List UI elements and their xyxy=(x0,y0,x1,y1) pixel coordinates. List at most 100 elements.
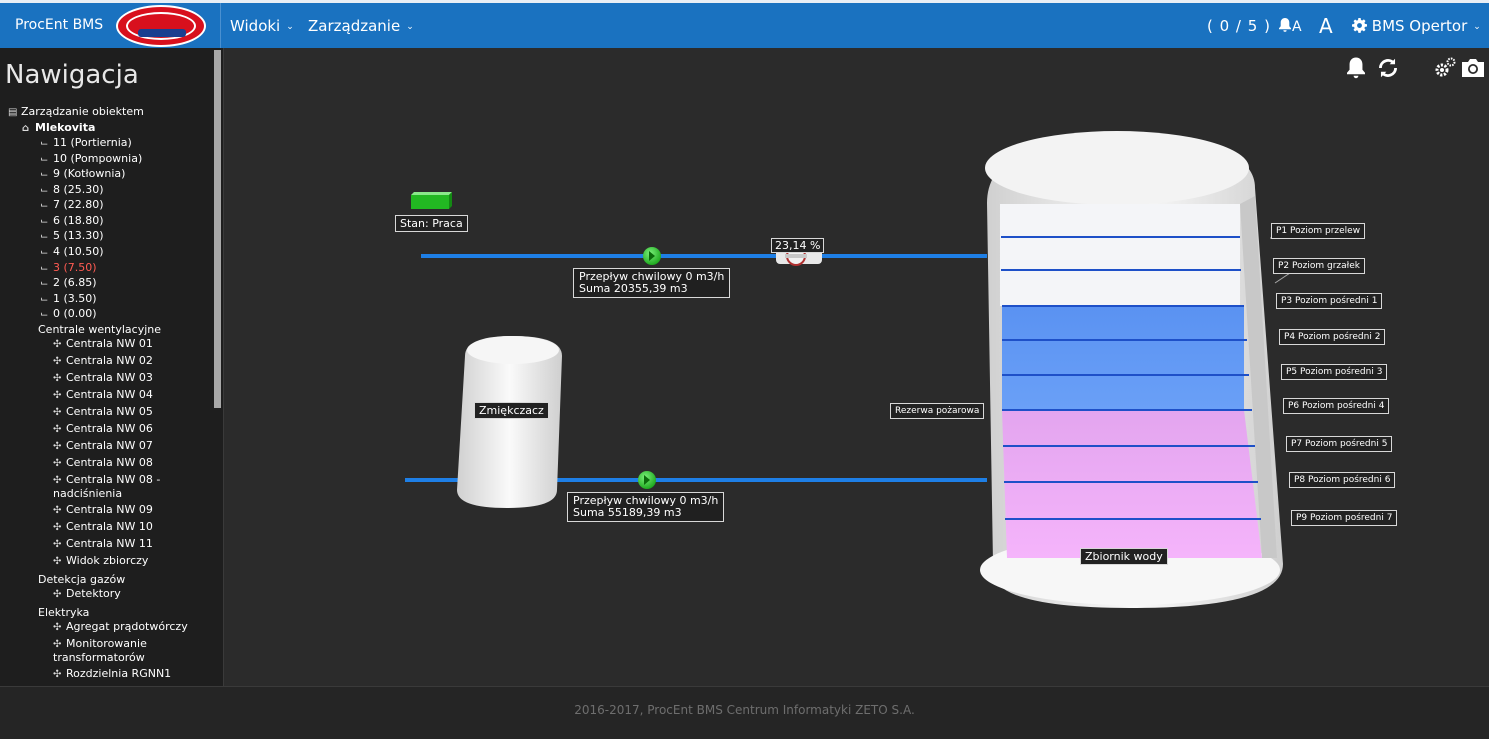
floor-icon: ⌙ xyxy=(40,278,49,289)
tree-item-floor-7[interactable]: ⌙7 (22.80) xyxy=(40,198,104,212)
alarm-count: ( 0 / 5 ) xyxy=(1207,17,1271,35)
water-tank[interactable] xyxy=(980,131,1283,608)
tree-item-label: 10 (Pompownia) xyxy=(53,152,143,165)
flow-total: Suma 20355,39 m3 xyxy=(579,282,688,295)
tree-item-nw05[interactable]: ✣ Centrala NW 05 xyxy=(53,405,153,419)
menu-zarzadzanie-label: Zarządzanie xyxy=(308,17,401,35)
font-decrease-button[interactable]: A xyxy=(1292,19,1302,35)
camera-icon[interactable] xyxy=(1460,57,1486,79)
flow-readout-upper: Przepływ chwilowy 0 m3/h Suma 20355,39 m… xyxy=(573,268,731,298)
chevron-down-icon: ⌄ xyxy=(406,22,414,32)
tree-group-detekcja[interactable]: Detekcja gazów xyxy=(38,573,125,586)
tree-item-floor-3-alarm[interactable]: ⌙ 3 (7.50) xyxy=(40,261,97,275)
sidebar-scrollbar[interactable] xyxy=(214,50,221,408)
fan-icon: ✣ xyxy=(53,522,62,533)
tank-blue-zone xyxy=(1002,306,1244,410)
tree-item-nw04[interactable]: ✣Centrala NW 04 xyxy=(53,388,153,402)
alarm-counter[interactable]: ( 0 / 5 ) xyxy=(1207,17,1293,35)
softener-label: Zmiękczacz xyxy=(474,402,549,419)
tree-item-nw10[interactable]: ✣Centrala NW 10 xyxy=(53,520,153,534)
tree-item-nw07[interactable]: ✣Centrala NW 07 xyxy=(53,439,153,453)
tree-item-label: Widok zbiorczy xyxy=(66,554,149,567)
tree-item-zarzadzanie-obiektem[interactable]: ▤Zarządzanie obiektem xyxy=(8,105,144,119)
settings-icon[interactable] xyxy=(1433,56,1457,80)
brand-name[interactable]: ProcEnt BMS xyxy=(15,17,104,33)
fan-icon: ✣ xyxy=(53,373,62,384)
menu-zarzadzanie[interactable]: Zarządzanie ⌄ xyxy=(308,17,414,35)
footer-copyright: 2016-2017, ProcEnt BMS Centrum Informaty… xyxy=(574,703,915,717)
tree-item-floor-4[interactable]: ⌙4 (10.50) xyxy=(40,245,104,259)
fan-icon: ✣ xyxy=(53,505,62,516)
level-label-p3[interactable]: P3 Poziom pośredni 1 xyxy=(1276,293,1383,309)
tree-item-floor-9[interactable]: ⌙9 (Kotłownia) xyxy=(40,167,125,181)
tree-item-label: Zarządzanie obiektem xyxy=(21,105,144,118)
tree-item-widok-zbiorczy[interactable]: ✣ Widok zbiorczy xyxy=(53,554,148,568)
tree-item-label: 8 (25.30) xyxy=(53,183,104,196)
fan-icon: ✣ xyxy=(53,539,62,550)
tree-item-nw11[interactable]: ✣ Centrala NW 11 xyxy=(53,537,153,551)
tree-item-floor-0[interactable]: ⌙0 (0.00) xyxy=(40,307,97,321)
tree-item-label: Centrala NW 05 xyxy=(66,405,153,418)
softener-vessel[interactable] xyxy=(457,336,562,508)
tree-item-nw08-nadcisnienia-cont: nadciśnienia xyxy=(53,487,122,500)
level-label-p5[interactable]: P5 Poziom pośredni 3 xyxy=(1281,364,1388,380)
tree-item-nw08-nadcisnienia[interactable]: ✣Centrala NW 08 - xyxy=(53,473,160,487)
tree-item-detektory[interactable]: ✣Detektory xyxy=(53,587,121,601)
fan-icon: ✣ xyxy=(53,475,62,486)
fan-icon: ✣ xyxy=(53,441,62,452)
font-increase-button[interactable]: A xyxy=(1319,14,1333,38)
tree-item-nw02[interactable]: ✣Centrala NW 02 xyxy=(53,354,153,368)
tree-item-nw03[interactable]: ✣Centrala NW 03 xyxy=(53,371,153,385)
tree-item-mlekovita[interactable]: ⌂Mlekovita xyxy=(22,121,95,135)
level-label-p8[interactable]: P8 Poziom pośredni 6 xyxy=(1289,472,1396,488)
flow-arrow-icon xyxy=(649,251,655,261)
fan-icon: ✣ xyxy=(53,556,62,567)
tree-item-label: 3 (7.50) xyxy=(53,261,97,274)
bell-icon xyxy=(1278,18,1291,32)
floor-icon: ⌙ xyxy=(40,263,49,274)
level-label-p6[interactable]: P6 Poziom pośredni 4 xyxy=(1283,398,1390,414)
refresh-icon[interactable] xyxy=(1375,55,1401,81)
fan-icon: ✣ xyxy=(53,407,62,418)
fan-icon: ✣ xyxy=(53,622,62,633)
user-menu[interactable]: BMS Opertor⌄ xyxy=(1352,17,1481,35)
tree-item-floor-2[interactable]: ⌙ 2 (6.85) xyxy=(40,276,97,290)
status-indicator[interactable] xyxy=(411,192,452,209)
floor-icon: ⌙ xyxy=(40,200,49,211)
tree-group-centrale[interactable]: Centrale wentylacyjne xyxy=(38,323,161,336)
tree-item-floor-8[interactable]: ⌙8 (25.30) xyxy=(40,183,104,197)
tree-item-agregat[interactable]: ✣Agregat prądotwórczy xyxy=(53,620,188,634)
gear-icon xyxy=(1352,18,1367,33)
pipe-upper xyxy=(421,254,987,258)
tree-item-rgnn1[interactable]: ✣Rozdzielnia RGNN1 xyxy=(53,667,171,681)
tree-item-label-cont: nadciśnienia xyxy=(53,487,123,500)
tree-item-nw08[interactable]: ✣Centrala NW 08 xyxy=(53,456,153,470)
tree-item-floor-10[interactable]: ⌙10 (Pompownia) xyxy=(40,152,142,166)
tree-item-floor-1[interactable]: ⌙1 (3.50) xyxy=(40,292,97,306)
level-label-p7[interactable]: P7 Poziom pośredni 5 xyxy=(1286,436,1393,452)
level-label-p9[interactable]: P9 Poziom pośredni 7 xyxy=(1291,510,1398,526)
tree-item-monitorowanie[interactable]: ✣Monitorowanie xyxy=(53,637,147,651)
tree-item-label: 6 (18.80) xyxy=(53,214,104,227)
tree-item-nw09[interactable]: ✣Centrala NW 09 xyxy=(53,503,153,517)
tree-item-floor-11[interactable]: ⌙11 (Portiernia) xyxy=(40,136,132,150)
tree-item-label: 2 (6.85) xyxy=(53,276,97,289)
tree-group-elektryka[interactable]: Elektryka xyxy=(38,606,89,619)
tree-item-floor-6[interactable]: ⌙6 (18.80) xyxy=(40,214,104,228)
menu-widoki-label: Widoki xyxy=(230,17,281,35)
level-label-p1[interactable]: P1 Poziom przelew xyxy=(1271,223,1366,239)
tree-item-nw01[interactable]: ✣Centrala NW 01 xyxy=(53,337,153,351)
tree-item-label: Centrala NW 02 xyxy=(66,354,153,367)
chevron-down-icon: ⌄ xyxy=(286,22,294,32)
level-label-p4[interactable]: P4 Poziom pośredni 2 xyxy=(1279,329,1386,345)
tree-item-label: Centrala NW 11 xyxy=(66,537,153,550)
menu-widoki[interactable]: Widoki ⌄ xyxy=(230,17,294,35)
tree-item-floor-5[interactable]: ⌙5 (13.30) xyxy=(40,229,104,243)
level-label-p2[interactable]: P2 Poziom grzałek xyxy=(1273,258,1365,274)
tree-item-label: 11 (Portiernia) xyxy=(53,136,132,149)
tree-item-label: 1 (3.50) xyxy=(53,292,97,305)
tree-item-label: Mlekovita xyxy=(35,121,96,134)
floor-icon: ⌙ xyxy=(40,247,49,258)
bell-icon[interactable] xyxy=(1344,56,1368,80)
tree-item-nw06[interactable]: ✣Centrala NW 06 xyxy=(53,422,153,436)
